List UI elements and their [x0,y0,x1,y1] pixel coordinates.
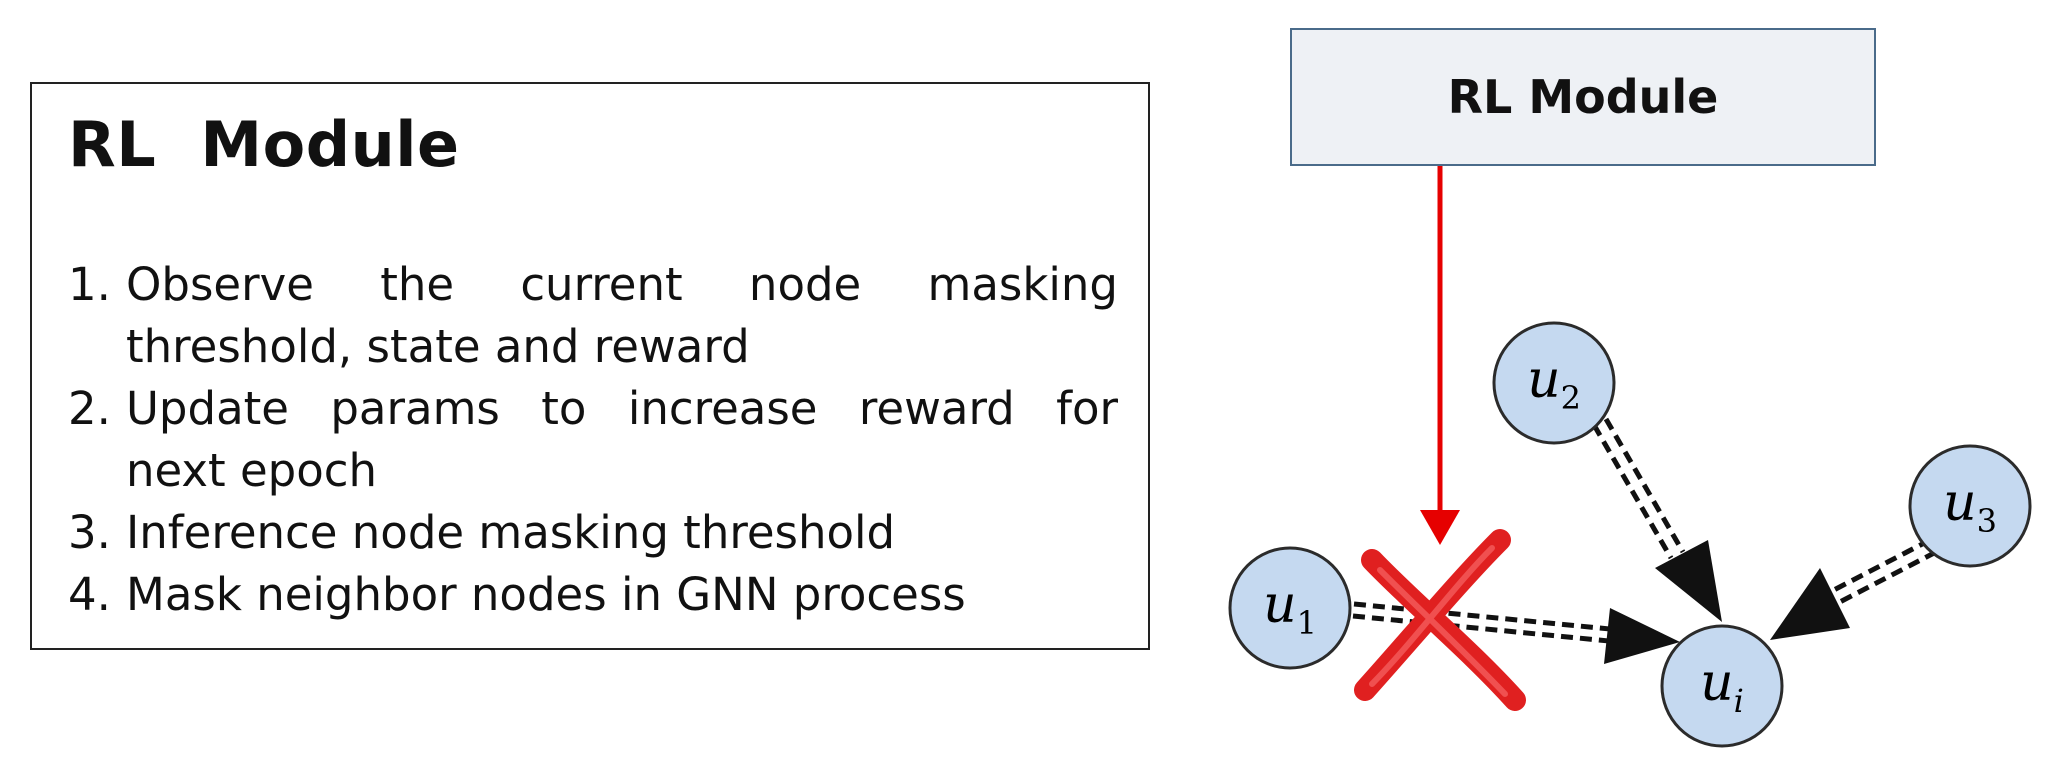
edge-u2-to-ui [1591,417,1686,560]
panel-heading: RL Module [68,108,460,181]
rl-module-box: RL Module [1290,28,1876,166]
step-1-line-1: 1. Observe the current node masking [68,254,1118,316]
step-text: Inference node masking threshold [126,506,896,559]
svg-text:u2: u2 [1527,350,1581,417]
step-2-line-1: 2. Update params to increase reward for [68,378,1118,440]
step-2-line-2: next epoch [68,440,1118,502]
rl-module-description-box: RL Module 1. Observe the current node ma… [30,82,1150,650]
node-u1: u1 [1228,546,1352,670]
step-text: Observe the current node masking [126,258,1118,311]
step-text: Update params to increase reward for [126,382,1118,435]
control-arrow-head [1420,510,1460,545]
node-u2: u2 [1492,321,1616,445]
svg-text:u1: u1 [1263,575,1317,642]
edge-u1-arrowhead [1604,608,1680,664]
steps-list: 1. Observe the current node masking thre… [68,254,1118,626]
step-text: next epoch [126,444,378,497]
edge-u3-to-ui [1828,537,1938,607]
edge-u3-arrowhead [1770,568,1850,640]
edge-u1-to-ui [1352,601,1621,645]
node-u3: u3 [1908,444,2032,568]
step-number: 1. [68,258,111,311]
svg-text:u3: u3 [1943,473,1997,540]
step-3: 3. Inference node masking threshold [68,502,1118,564]
step-1-line-2: threshold, state and reward [68,316,1118,378]
step-number: 4. [68,568,111,621]
step-number: 3. [68,506,111,559]
step-text: threshold, state and reward [126,320,750,373]
step-number: 2. [68,382,111,435]
edge-u2-arrowhead [1655,540,1722,622]
node-ui: ui [1660,624,1784,748]
svg-text:ui: ui [1700,653,1744,720]
mask-cross-icon [1354,529,1526,711]
step-text: Mask neighbor nodes in GNN process [126,568,966,621]
step-4: 4. Mask neighbor nodes in GNN process [68,564,1118,626]
